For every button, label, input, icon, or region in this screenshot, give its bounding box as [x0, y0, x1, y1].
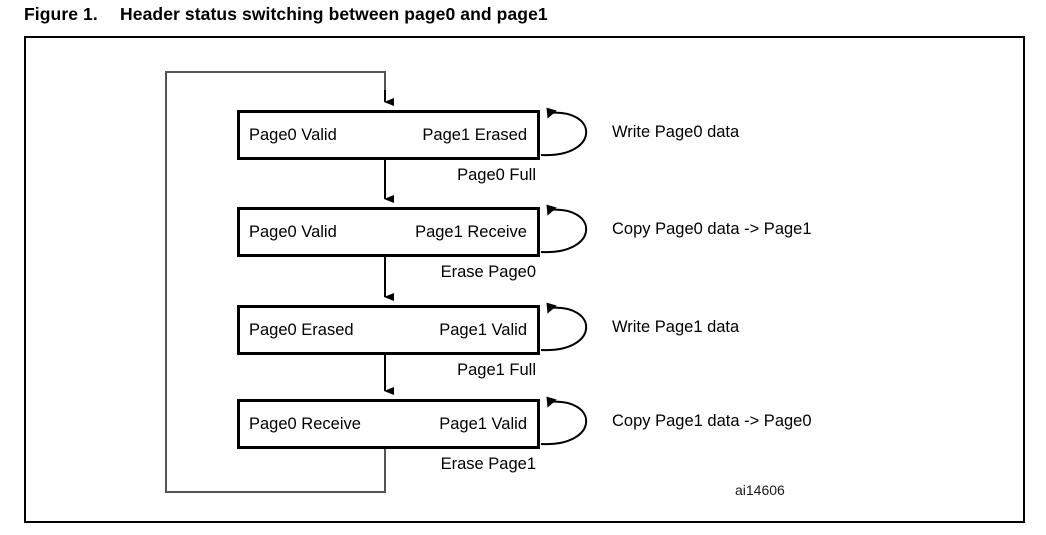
self-loop-label-copy-page1-to-page0: Copy Page1 data -> Page0	[612, 412, 812, 430]
figure-caption: Figure 1. Header status switching between…	[24, 4, 1014, 30]
figure-title: Header status switching between page0 an…	[120, 4, 548, 24]
self-loop-label-copy-page0-to-page1: Copy Page0 data -> Page1	[612, 220, 812, 238]
transition-label-erase-page1: Erase Page1	[440, 455, 536, 473]
figure-watermark: ai14606	[735, 482, 785, 498]
state-left-label: Page0 Receive	[249, 414, 361, 433]
transition-label-page0-full: Page0 Full	[457, 166, 536, 184]
state-box-page0-erased-page1-valid: Page0 Erased Page1 Valid	[237, 305, 540, 355]
state-box-page0-valid-page1-erased: Page0 Valid Page1 Erased	[237, 110, 540, 160]
state-left-label: Page0 Valid	[249, 222, 337, 241]
state-right-label: Page1 Erased	[422, 125, 527, 144]
state-right-label: Page1 Valid	[439, 414, 527, 433]
self-loop-label-write-page0-data: Write Page0 data	[612, 123, 740, 141]
state-box-page0-valid-page1-receive: Page0 Valid Page1 Receive	[237, 207, 540, 257]
state-right-label: Page1 Valid	[439, 320, 527, 339]
state-left-label: Page0 Valid	[249, 125, 337, 144]
state-right-label: Page1 Receive	[415, 222, 527, 241]
self-loop-label-write-page1-data: Write Page1 data	[612, 318, 740, 336]
transition-label-erase-page0: Erase Page0	[440, 263, 536, 281]
transition-label-page1-full: Page1 Full	[457, 361, 536, 379]
state-box-page0-receive-page1-valid: Page0 Receive Page1 Valid	[237, 399, 540, 449]
state-left-label: Page0 Erased	[249, 320, 354, 339]
figure-number: Figure 1.	[24, 4, 98, 24]
